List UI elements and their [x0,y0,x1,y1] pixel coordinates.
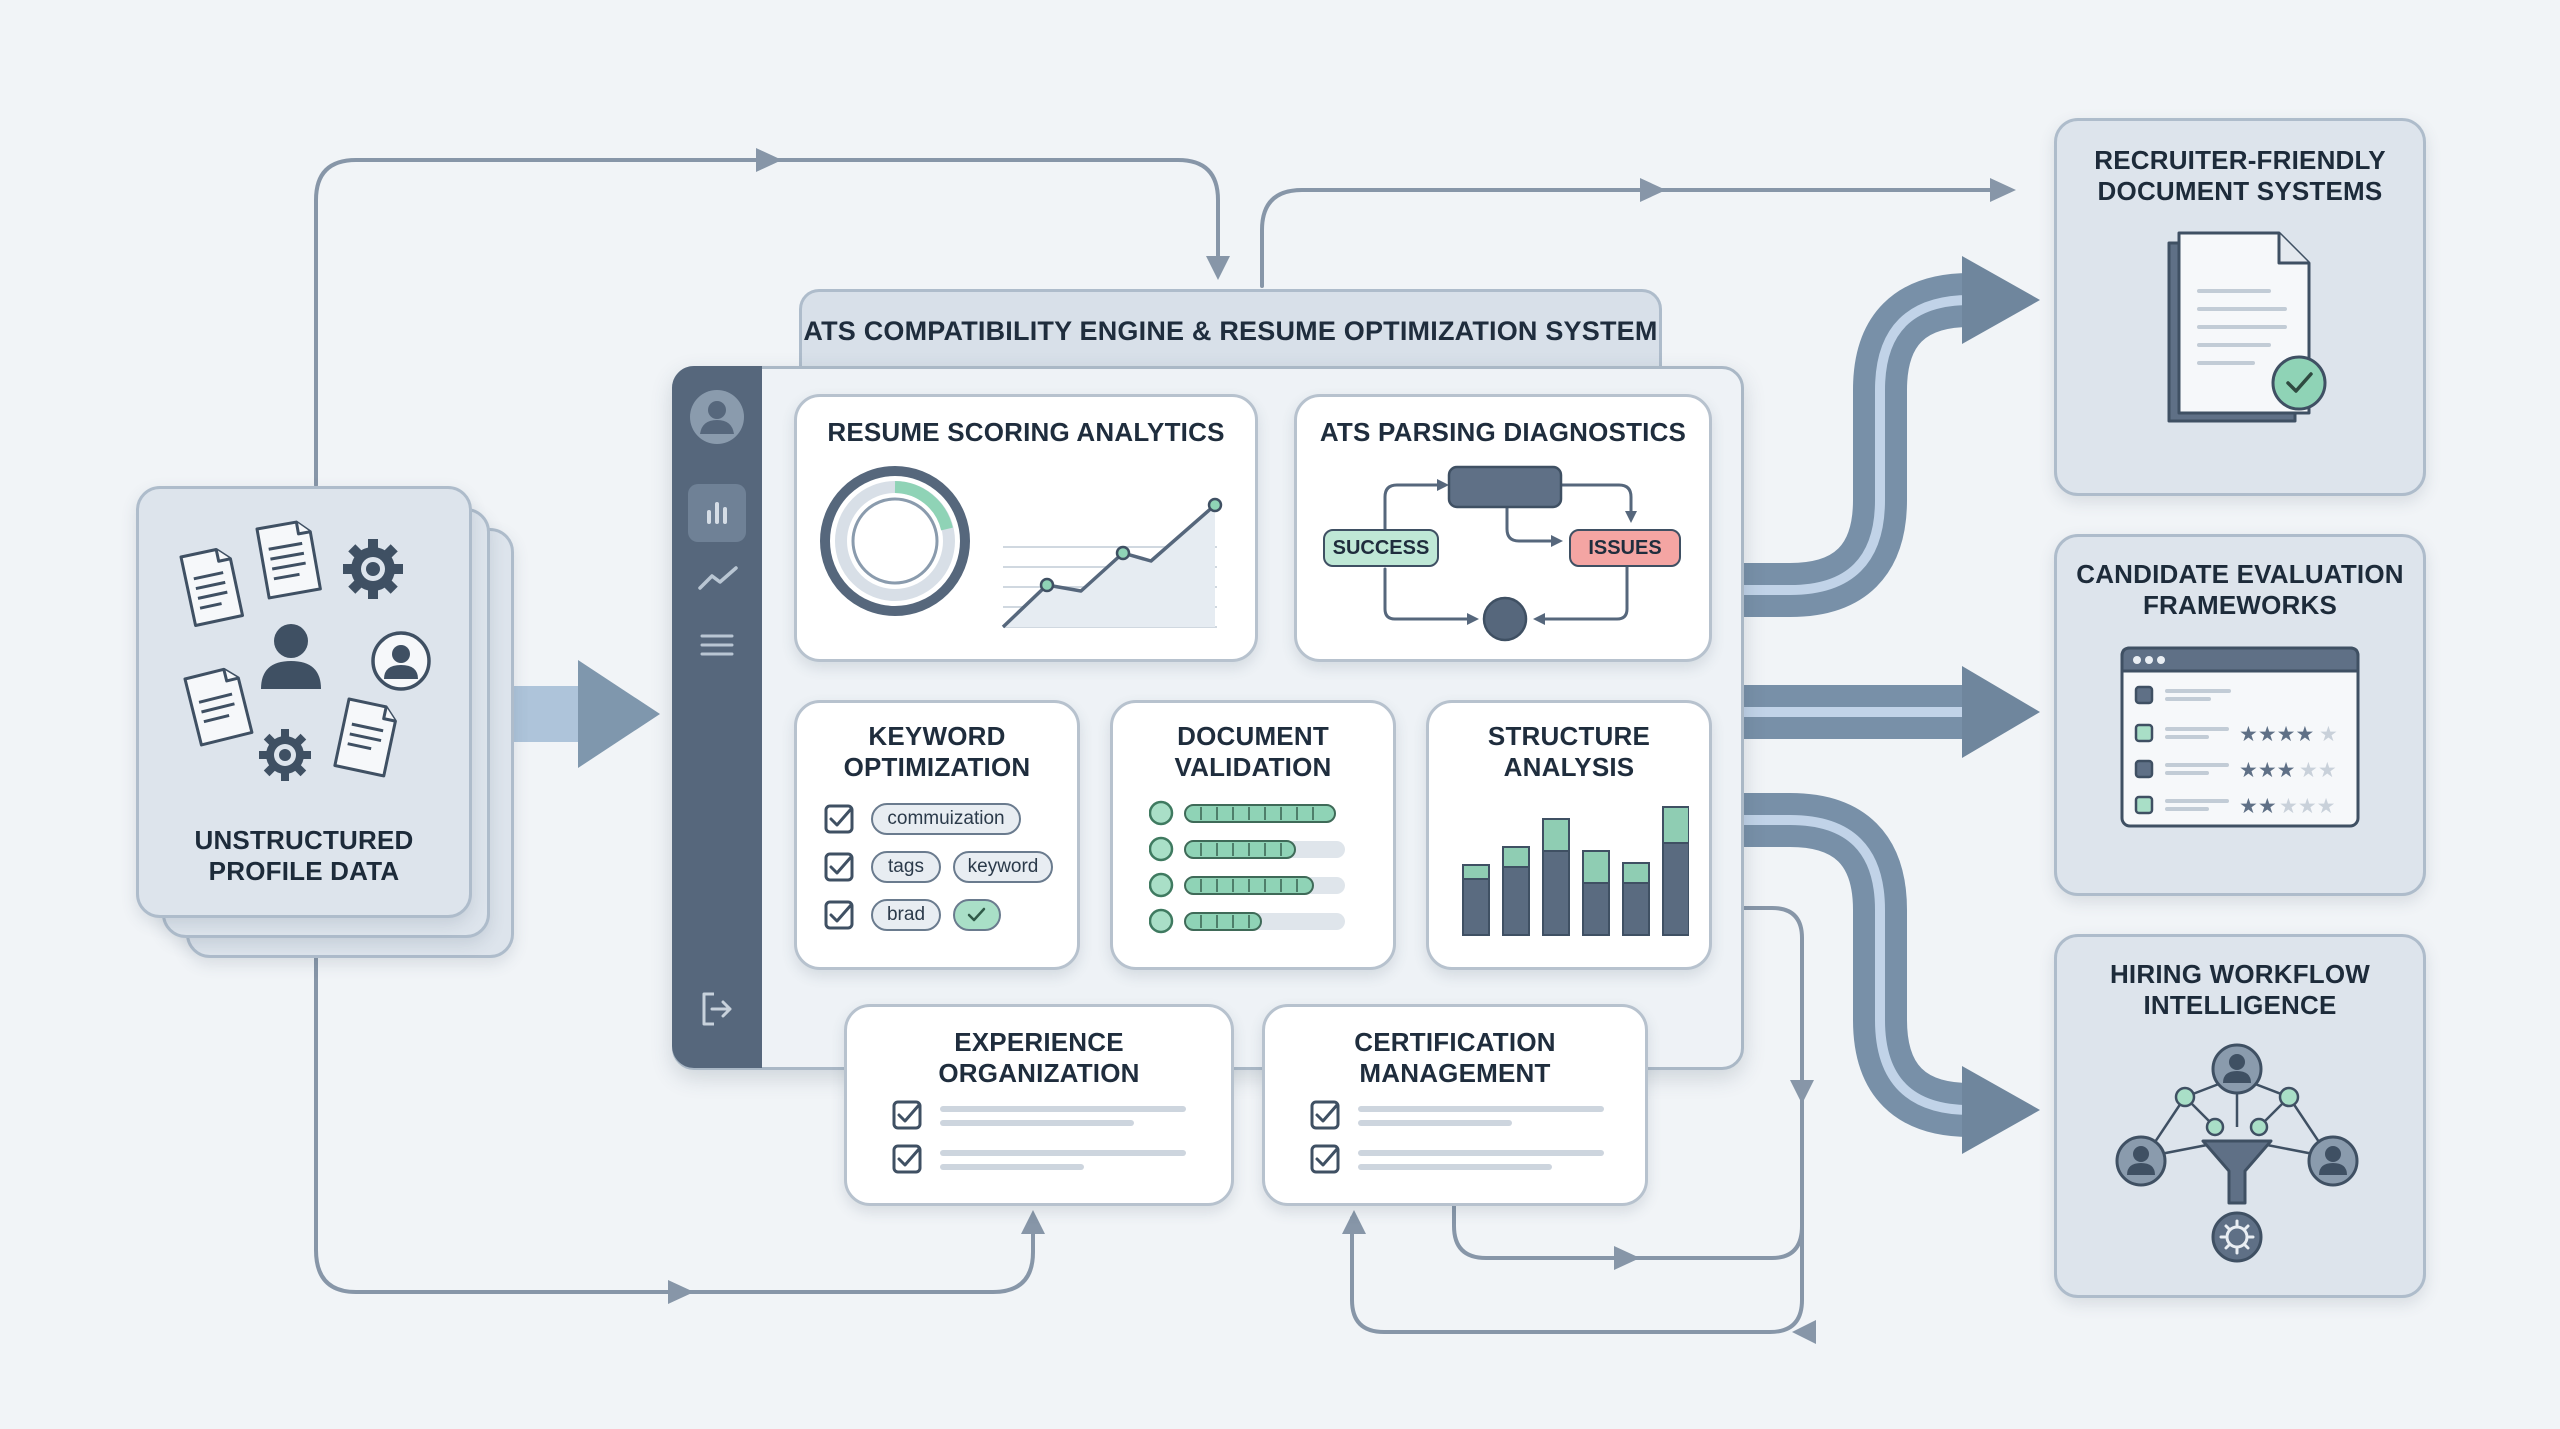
svg-text:★★★★: ★★★★ [2239,723,2314,746]
trend-icon[interactable] [696,562,740,596]
output-candidate-eval: CANDIDATE EVALUATION FRAMEWORKS ★★★★★ ★★… [2054,534,2426,896]
validation-row [1149,872,1345,898]
parser-node [1447,465,1563,509]
document-icon [333,697,397,778]
resume-scoring-card[interactable]: RESUME SCORING ANALYTICS [794,394,1258,662]
keyword-tag[interactable]: keyword [953,851,1053,883]
svg-text:★★★: ★★★ [2279,795,2335,818]
output-title: HIRING WORKFLOW INTELLIGENCE [2109,959,2371,1020]
result-node [1482,596,1528,642]
person-node-icon [2307,1135,2359,1187]
sidebar [672,366,762,1068]
system-title: ATS COMPATIBILITY ENGINE & RESUME OPTIMI… [803,316,1658,346]
document-icon [179,548,245,627]
svg-text:★★: ★★ [2239,795,2277,818]
certification-card[interactable]: CERTIFICATION MANAGEMENT [1262,1004,1648,1206]
profile-data-icons [179,520,431,781]
structure-analysis-card[interactable]: STRUCTURE ANALYSIS [1426,700,1712,970]
funnel-icon [2201,1139,2273,1205]
sidebar-item-analytics[interactable] [688,484,746,542]
network-funnel-icon [2115,1043,2359,1263]
bar-chart-icon [707,502,727,524]
ats-parsing-card[interactable]: ATS PARSING DIAGNOSTICS SUCCESS ISSUES [1294,394,1712,662]
person-node-icon [2115,1135,2167,1187]
gear-icon [2211,1211,2263,1263]
validation-row [1149,908,1345,934]
validation-progress-list [1149,800,1345,934]
keyword-tag[interactable]: commuization [871,803,1021,835]
keyword-checkboxes [824,804,854,930]
validation-row [1149,836,1345,862]
certification-title: CERTIFICATION MANAGEMENT [1354,1027,1556,1088]
gear-icon [259,729,311,781]
keyword-tag[interactable]: brad [871,899,941,931]
avatar-icon[interactable] [686,386,748,448]
output-hiring-workflow: HIRING WORKFLOW INTELLIGENCE [2054,934,2426,1298]
experience-checklist [892,1100,1186,1174]
keyword-tag[interactable]: tags [871,851,941,883]
person-icon [261,624,321,689]
structure-analysis-title: STRUCTURE ANALYSIS [1487,721,1651,782]
success-label: SUCCESS [1323,529,1439,567]
logout-icon[interactable] [696,988,738,1030]
certification-checklist [1310,1100,1604,1174]
system-header: ATS COMPATIBILITY ENGINE & RESUME OPTIMI… [799,289,1662,372]
document-icon [255,520,322,600]
document-icon [183,667,254,747]
output-title: RECRUITER-FRIENDLY DOCUMENT SYSTEMS [2094,145,2386,206]
validation-row [1149,800,1336,826]
rating-list-icon: ★★★★★ ★★★★★ ★★★★★ [2120,646,2360,828]
check-icon [967,907,986,922]
svg-text:★: ★ [2319,723,2338,746]
user-circle-icon [371,631,431,691]
input-panel-title: UNSTRUCTURED PROFILE DATA [194,825,414,886]
experience-card[interactable]: EXPERIENCE ORGANIZATION [844,1004,1234,1206]
score-trend-line-chart [1001,497,1223,629]
scoring-graphics [820,466,1223,629]
document-validation-card[interactable]: DOCUMENT VALIDATION [1110,700,1396,970]
keyword-title: KEYWORD OPTIMIZATION [843,721,1031,782]
resume-scoring-title: RESUME SCORING ANALYTICS [827,417,1225,447]
input-panel: UNSTRUCTURED PROFILE DATA [136,486,472,918]
gear-icon [343,539,403,599]
output-recruiter-docs: RECRUITER-FRIENDLY DOCUMENT SYSTEMS [2054,118,2426,496]
keyword-card[interactable]: KEYWORD OPTIMIZATION commuization tags k… [794,700,1080,970]
person-node-icon [2211,1043,2263,1095]
svg-text:★★: ★★ [2299,759,2337,782]
structure-bar-chart [1462,806,1689,936]
experience-title: EXPERIENCE ORGANIZATION [938,1027,1140,1088]
parsing-flow-graphics [1383,465,1637,642]
ats-parsing-title: ATS PARSING DIAGNOSTICS [1319,417,1687,447]
document-validation-title: DOCUMENT VALIDATION [1174,721,1332,782]
score-donut-chart [820,466,970,616]
svg-text:★★★: ★★★ [2239,759,2295,782]
document-check-icon [2167,231,2327,423]
output-title: CANDIDATE EVALUATION FRAMEWORKS [2076,559,2404,620]
issues-label: ISSUES [1569,529,1681,567]
check-badge [953,899,1001,931]
menu-icon[interactable] [696,628,738,662]
